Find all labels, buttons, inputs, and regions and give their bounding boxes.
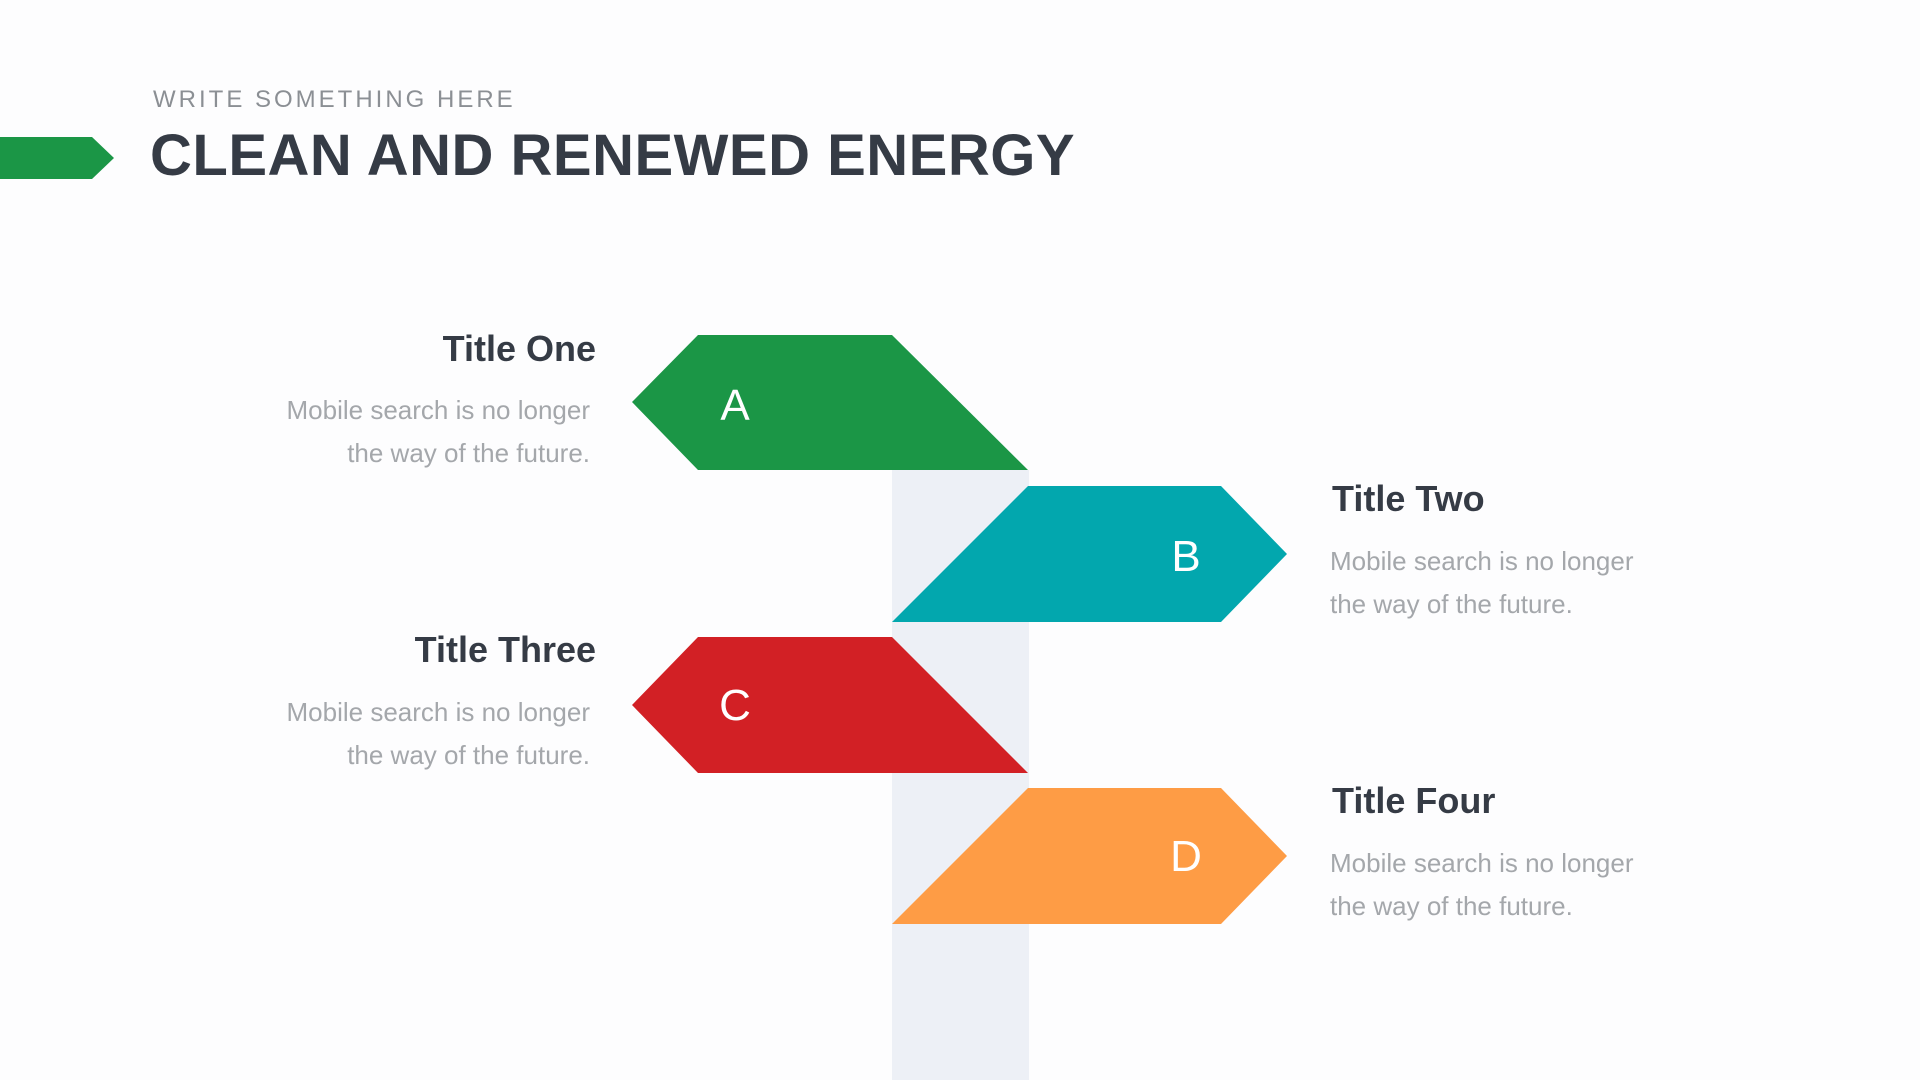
description-line: Mobile search is no longer: [286, 697, 591, 727]
title-three: Title Three: [414, 629, 596, 670]
sign-d: [892, 788, 1287, 924]
sign-c: [632, 637, 1028, 773]
slide-title: CLEAN AND RENEWED ENERGY: [150, 123, 1076, 188]
slide-subtitle: WRITE SOMETHING HERE: [153, 86, 516, 113]
description-line: Mobile search is no longer: [1330, 546, 1634, 576]
sign-b: [892, 486, 1287, 622]
description-line: the way of the future.: [1330, 589, 1573, 619]
title-two-description: Mobile search is no longer the way of th…: [1330, 540, 1690, 626]
title-four-description: Mobile search is no longer the way of th…: [1330, 842, 1690, 928]
title-one: Title One: [442, 328, 596, 369]
description-line: the way of the future.: [347, 438, 590, 468]
sign-a-letter: A: [720, 381, 750, 430]
title-four: Title Four: [1332, 780, 1496, 821]
sign-d-letter: D: [1170, 832, 1202, 881]
description-line: Mobile search is no longer: [286, 395, 591, 425]
sign-b-letter: B: [1171, 532, 1200, 581]
sign-a: [632, 335, 1028, 470]
description-line: Mobile search is no longer: [1330, 848, 1634, 878]
sign-c-letter: C: [719, 681, 751, 730]
description-line: the way of the future.: [347, 740, 590, 770]
title-two: Title Two: [1332, 478, 1485, 519]
title-three-description: Mobile search is no longer the way of th…: [230, 691, 591, 777]
description-line: the way of the future.: [1330, 891, 1573, 921]
title-accent-arrow: [0, 137, 114, 179]
title-one-description: Mobile search is no longer the way of th…: [230, 389, 591, 475]
